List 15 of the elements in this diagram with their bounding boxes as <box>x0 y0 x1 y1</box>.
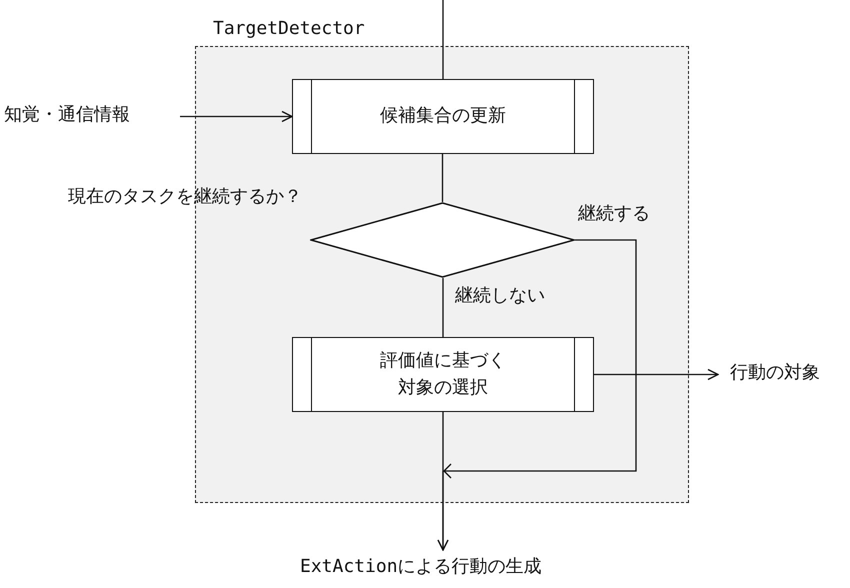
process-box: 候補集合の更新 <box>292 79 594 154</box>
edge-label: 継続しない <box>455 285 545 307</box>
arrow <box>437 412 449 551</box>
flow-text: ExtActionによる行動の生成 <box>300 556 542 578</box>
connector-line <box>442 154 444 202</box>
connector-line <box>442 278 444 337</box>
decision-question: 現在のタスクを継続するか？ <box>68 186 302 208</box>
arrow <box>180 110 293 122</box>
flow-text: 行動の対象 <box>730 362 820 384</box>
connector-line <box>442 0 444 79</box>
group-title: TargetDetector <box>213 18 365 40</box>
edge-label: 継続する <box>578 203 650 225</box>
process-box: 評価値に基づく対象の選択 <box>292 337 594 412</box>
arrow <box>594 368 719 380</box>
flow-text: 知覚・通信情報 <box>4 104 130 126</box>
